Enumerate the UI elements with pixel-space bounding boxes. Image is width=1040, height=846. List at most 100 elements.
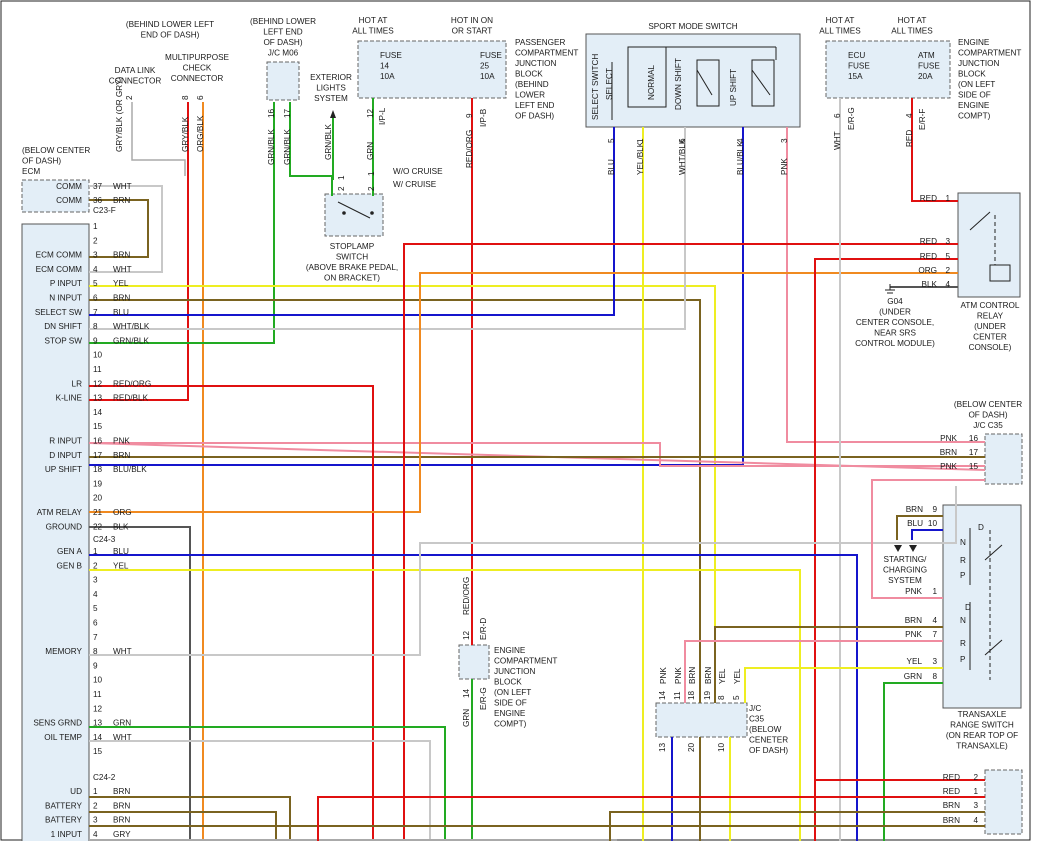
connector-c23f: C23-F xyxy=(93,206,116,215)
jc-bottom-code: YEL xyxy=(733,668,742,684)
ecm-pin-number: 1 xyxy=(93,787,98,796)
ecm-pin-label: UD xyxy=(70,787,82,796)
wire-range-brn9 xyxy=(896,515,943,540)
ecu-pin: 6 xyxy=(833,113,842,118)
jc-bottom-code: PNK xyxy=(659,667,668,684)
jc-m06-box xyxy=(266,61,300,101)
sport-normal-label: NORMAL xyxy=(647,65,656,100)
sport-pin: 6 xyxy=(678,138,687,143)
br-wire-code: RED xyxy=(943,773,960,782)
hot-at-all-times-2-label: ALL TIMES xyxy=(819,27,861,36)
relay-pin: 3 xyxy=(945,237,950,246)
ecm-pin-number: 1 xyxy=(93,547,98,556)
wire-relay-red3 xyxy=(403,243,958,841)
multipurpose-connector-label: CHECK xyxy=(183,64,212,73)
range-wire-code: PNK xyxy=(905,587,922,596)
atm-relay-label: RELAY xyxy=(977,312,1004,321)
hot-at-all-times-3-label: ALL TIMES xyxy=(891,27,933,36)
br-wire-code: BRN xyxy=(943,801,960,810)
engine-mid-top-pin: 12 xyxy=(462,630,471,640)
sport-select-label: SELECT xyxy=(605,68,614,100)
br-pin: 1 xyxy=(973,787,978,796)
fuse25-code: RED/ORG xyxy=(465,130,474,168)
passenger-block-label: COMPARTMENT xyxy=(515,49,578,58)
mcc-pin-8: 8 xyxy=(181,95,190,100)
wire-gen-b xyxy=(89,569,801,841)
passenger-block-label: PASSENGER xyxy=(515,38,565,47)
ecm-pin-number: 4 xyxy=(93,830,98,839)
engine-block-top-label: ENGINE xyxy=(958,101,990,110)
mcc-code-2: ORG/BLK xyxy=(196,115,205,152)
sport-code: BLU/BLK xyxy=(736,141,745,175)
ecm-pin-number: 10 xyxy=(93,351,103,360)
ecm-pin-label: K-LINE xyxy=(56,394,83,403)
jc-c35-bottom-label: CENETER xyxy=(749,736,788,745)
fuse25-label: 10A xyxy=(480,72,495,81)
engine-mid-bot-pin: 14 xyxy=(462,688,471,698)
jcm06-code-2: GRN/BLK xyxy=(283,129,292,165)
ecm-comm-code: WHT xyxy=(113,182,132,191)
engine-block-top-label: COMPARTMENT xyxy=(958,49,1021,58)
br-wire-code: RED xyxy=(943,787,960,796)
ecm-pin-label: LR xyxy=(72,379,83,388)
transaxle-range-switch-box xyxy=(942,504,1022,709)
ecm-pin-number: 19 xyxy=(93,479,103,488)
passenger-jb-box xyxy=(357,40,507,99)
wire-sens-grnd xyxy=(89,726,446,841)
atm-relay-label: (UNDER xyxy=(974,322,1006,331)
jc-bottom-code: YEL xyxy=(718,668,727,684)
range-position: P xyxy=(960,571,966,580)
ecm-pin-number: 7 xyxy=(93,308,98,317)
sport-switch-internals xyxy=(611,46,777,120)
jc-bottom-code: BRN xyxy=(704,667,713,684)
ecm-wire-code: GRN/BLK xyxy=(113,336,149,345)
ecm-pin-label: SENS GRND xyxy=(33,719,82,728)
ecm-wire-code: BRN xyxy=(113,251,130,260)
ecm-pin-label: ECM COMM xyxy=(36,265,83,274)
ecm-pin-number: 8 xyxy=(93,647,98,656)
jc-c35-bottom-label: C35 xyxy=(749,715,764,724)
ecm-wire-code: BLU/BLK xyxy=(113,465,147,474)
wire-sport-pnk xyxy=(786,127,985,443)
sport-code: BLU xyxy=(607,159,616,175)
ecm-pin-number: 17 xyxy=(93,451,103,460)
ecm-pin-number: 2 xyxy=(93,561,98,570)
ecm-comm-label: COMM xyxy=(56,196,82,205)
bottom-right-connector-box xyxy=(984,769,1023,835)
stoplamp-pin: 2 xyxy=(337,186,346,191)
ecu-fuse-label: 15A xyxy=(848,72,863,81)
range-top-code: BRN xyxy=(906,505,923,514)
engine-block-mid-label: JUNCTION xyxy=(494,667,535,676)
ecm-pin-number: 6 xyxy=(93,294,98,303)
ecm-wire-code: YEL xyxy=(113,279,129,288)
ecm-pin-number: 7 xyxy=(93,633,98,642)
mcc-code-1: GRY/BLK xyxy=(181,116,190,152)
ecm-wire-code: WHT/BLK xyxy=(113,322,150,331)
atm-relay-label: CONSOLE) xyxy=(969,343,1012,352)
ecm-pin-number: 6 xyxy=(93,619,98,628)
ecm-wire-code: WHT xyxy=(113,647,132,656)
br-pin: 4 xyxy=(973,816,978,825)
jc-bottom-pin: 19 xyxy=(703,690,712,700)
sport-upshift-label: UP SHIFT xyxy=(729,69,738,106)
stoplamp-internals xyxy=(337,201,374,219)
wire-p-input xyxy=(89,285,716,703)
ecm-pin-number: 4 xyxy=(93,590,98,599)
stoplamp-label: (ABOVE BRAKE PEDAL, xyxy=(306,263,398,272)
jc-c35-code: PNK xyxy=(940,434,957,443)
jc-bottom-pin: 5 xyxy=(732,695,741,700)
sport-select-switch-label: SELECT SWITCH xyxy=(591,54,600,120)
ecm-pin-number: 5 xyxy=(93,279,98,288)
ecm-pin-label: GEN B xyxy=(57,561,83,570)
sport-pin: 3 xyxy=(780,138,789,143)
ecm-pin-number: 4 xyxy=(93,265,98,274)
ecm-comm-label: COMM xyxy=(56,182,82,191)
atm-fuse-label: FUSE xyxy=(918,62,940,71)
ecm-pin-label: P INPUT xyxy=(50,279,82,288)
engine-mid-bot-conn: E/R-G xyxy=(479,687,488,710)
fuse25-pin: 9 xyxy=(465,113,474,118)
wire-br-brn3 xyxy=(609,811,985,841)
sport-code: YEL/BLK xyxy=(636,141,645,175)
ecm-wire-code: BRN xyxy=(113,451,130,460)
atm-relay-label: CENTER xyxy=(973,333,1007,342)
